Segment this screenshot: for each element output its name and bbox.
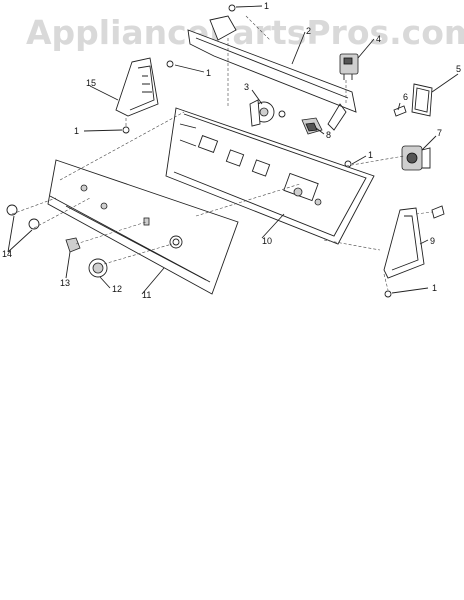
callout-7: 7 bbox=[437, 128, 442, 138]
rotary-switch-part bbox=[401, 145, 431, 171]
callout-4: 4 bbox=[376, 34, 381, 44]
block-part bbox=[301, 117, 323, 135]
callout-15: 15 bbox=[86, 78, 96, 88]
watermark: AppliancePartsPros.com bbox=[26, 13, 464, 52]
knob-part bbox=[6, 204, 40, 230]
assembly-guide-lines bbox=[11, 15, 433, 291]
callout-8: 8 bbox=[326, 130, 331, 140]
plate-part bbox=[411, 83, 433, 117]
callout-1: 1 bbox=[206, 68, 211, 78]
callout-11: 11 bbox=[142, 290, 151, 300]
callout-6: 6 bbox=[403, 92, 408, 102]
callout-1: 1 bbox=[264, 1, 269, 11]
front-trim-panel-part bbox=[47, 159, 239, 295]
timer-motor-part bbox=[249, 99, 275, 127]
leader-lines bbox=[7, 5, 459, 295]
callout-5: 5 bbox=[456, 64, 461, 74]
callout-2: 2 bbox=[306, 26, 311, 36]
clip-part bbox=[393, 105, 407, 117]
callout-14: 14 bbox=[2, 249, 12, 259]
control-panel-housing-part bbox=[165, 107, 375, 245]
callout-1: 1 bbox=[368, 150, 373, 160]
top-cover-part bbox=[187, 15, 357, 131]
switch-part bbox=[339, 53, 359, 80]
callout-9: 9 bbox=[430, 236, 435, 246]
screw-part bbox=[122, 4, 392, 298]
left-end-cap-part bbox=[115, 57, 159, 117]
callout-1: 1 bbox=[432, 283, 437, 293]
callout-10: 10 bbox=[262, 236, 272, 246]
right-end-cap-part bbox=[383, 205, 445, 279]
selector-knob-part bbox=[88, 258, 108, 278]
callout-13: 13 bbox=[60, 278, 70, 288]
callout-3: 3 bbox=[244, 82, 249, 92]
callout-labels: 1 1 1 1 1 2 3 4 5 6 7 8 9 10 11 12 13 14… bbox=[2, 1, 461, 300]
callout-1: 1 bbox=[74, 126, 79, 136]
callout-12: 12 bbox=[112, 284, 122, 294]
indicator-part bbox=[65, 237, 81, 253]
